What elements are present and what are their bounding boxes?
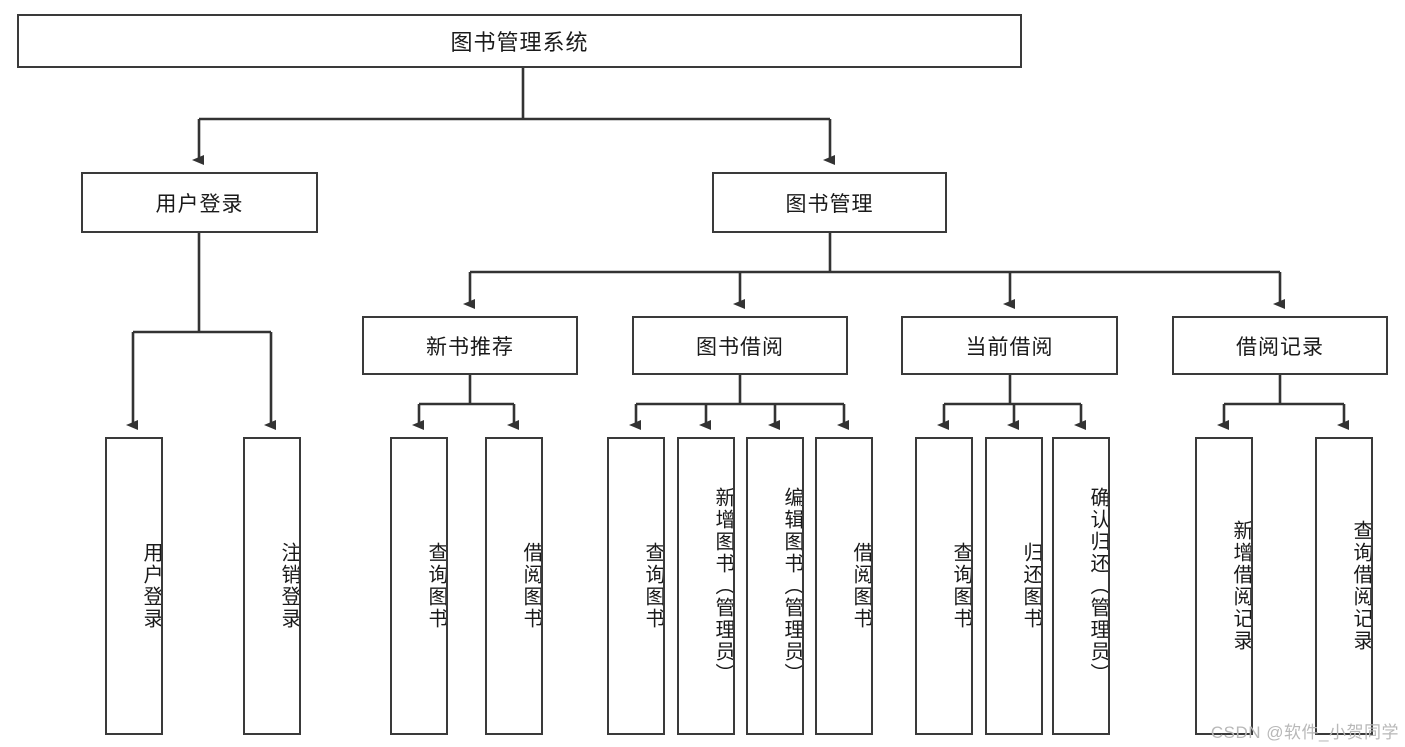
node-leaf-query-book-current[interactable]: 查询图书 [915,437,973,735]
node-leaf-query-borrow-record[interactable]: 查询借阅记录 [1315,437,1373,735]
node-leaf-user-login[interactable]: 用户登录 [105,437,163,735]
node-user-login[interactable]: 用户登录 [81,172,318,233]
node-borrow-record[interactable]: 借阅记录 [1172,316,1388,375]
node-leaf-borrow-book-borrow[interactable]: 借阅图书 [815,437,873,735]
node-book-borrow[interactable]: 图书借阅 [632,316,848,375]
node-leaf-add-borrow-record[interactable]: 新增借阅记录 [1195,437,1253,735]
node-leaf-edit-book-admin[interactable]: 编辑图书（管理员） [746,437,804,735]
node-leaf-return-book[interactable]: 归还图书 [985,437,1043,735]
node-leaf-confirm-return-admin[interactable]: 确认归还（管理员） [1052,437,1110,735]
node-current-borrow[interactable]: 当前借阅 [901,316,1118,375]
node-leaf-borrow-book-recommend[interactable]: 借阅图书 [485,437,543,735]
node-leaf-add-book-admin[interactable]: 新增图书（管理员） [677,437,735,735]
node-new-book-recommend[interactable]: 新书推荐 [362,316,578,375]
node-root-system[interactable]: 图书管理系统 [17,14,1022,68]
node-leaf-logout-login[interactable]: 注销登录 [243,437,301,735]
node-leaf-query-book-borrow[interactable]: 查询图书 [607,437,665,735]
node-book-management[interactable]: 图书管理 [712,172,947,233]
node-leaf-query-book-recommend[interactable]: 查询图书 [390,437,448,735]
